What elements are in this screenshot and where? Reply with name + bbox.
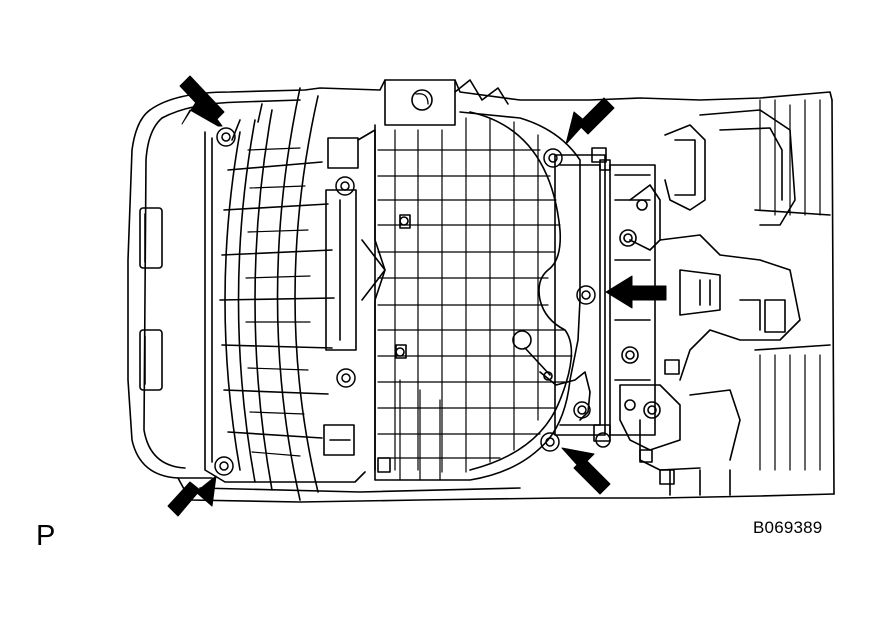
screw-bottom-left bbox=[214, 456, 234, 476]
screw-bottom-right bbox=[540, 432, 560, 452]
screw-middle-right bbox=[576, 285, 596, 305]
view-letter-label: P bbox=[36, 520, 56, 552]
arrow-bottom-left bbox=[167, 475, 217, 517]
arrow-top-right bbox=[565, 97, 615, 145]
arrow-top-left bbox=[179, 75, 225, 127]
fan-housing bbox=[204, 87, 386, 501]
figure-code-label: B069389 bbox=[753, 518, 823, 537]
arrow-middle-right bbox=[605, 275, 667, 309]
screw-top-right bbox=[543, 148, 563, 168]
screws bbox=[214, 127, 611, 476]
outer-housing bbox=[127, 79, 835, 503]
screw-top-left bbox=[216, 127, 236, 147]
grid-cover bbox=[374, 79, 591, 481]
callout-arrows bbox=[167, 75, 667, 517]
arrow-bottom-right bbox=[561, 447, 611, 495]
right-assembly bbox=[554, 99, 831, 496]
